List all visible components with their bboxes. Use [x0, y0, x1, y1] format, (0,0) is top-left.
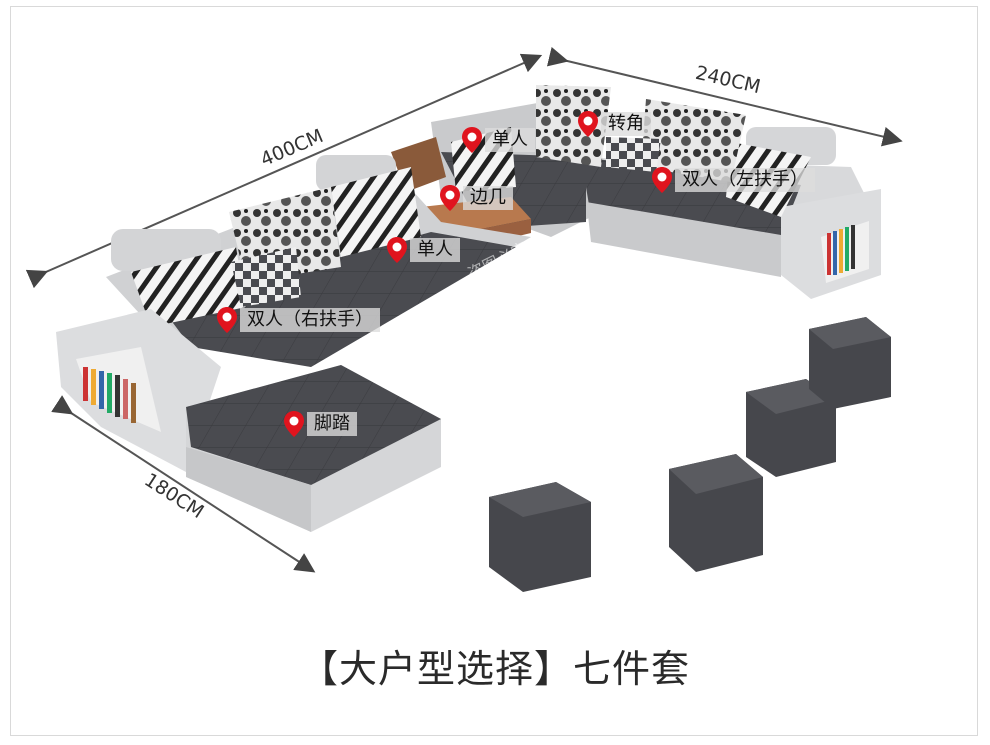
label-text: 单人: [485, 128, 535, 152]
chaise-footrest: [186, 365, 441, 532]
map-pin-icon: [462, 127, 482, 153]
label-footrest: 脚踏: [283, 411, 357, 437]
label-double-right-arm: 双人（右扶手）: [216, 307, 380, 333]
label-single-1: 单人: [461, 127, 535, 153]
dim-line-180: [51, 395, 316, 573]
label-corner: 转角: [577, 111, 651, 137]
page-title: 【大户型选择】七件套: [299, 647, 690, 691]
map-pin-icon: [217, 307, 237, 333]
map-pin-icon: [652, 167, 672, 193]
label-single-2: 单人: [386, 237, 460, 263]
left-sofa-section: [56, 155, 531, 472]
sofa-scene: [25, 46, 903, 592]
label-text: 转角: [601, 112, 651, 136]
ottoman-1: [489, 482, 591, 592]
map-pin-icon: [284, 411, 304, 437]
label-double-left-arm: 双人（左扶手）: [651, 167, 815, 193]
label-text: 单人: [410, 238, 460, 262]
map-pin-icon: [387, 237, 407, 263]
map-pin-icon: [578, 111, 598, 137]
ottoman-4: [809, 317, 891, 409]
map-pin-icon: [440, 185, 460, 211]
dim-line-240: [546, 46, 903, 147]
ottoman-2: [669, 454, 763, 572]
label-text: 边几: [463, 186, 513, 210]
label-text: 双人（左扶手）: [675, 168, 815, 192]
label-text: 双人（右扶手）: [240, 308, 380, 332]
label-side-table: 边几: [439, 185, 513, 211]
ottomans: [489, 317, 891, 592]
image-frame: 400CM 240CM 180CM 盗图必究 迪星旗舰 mall.jd.com/…: [10, 6, 978, 736]
label-text: 脚踏: [307, 412, 357, 436]
